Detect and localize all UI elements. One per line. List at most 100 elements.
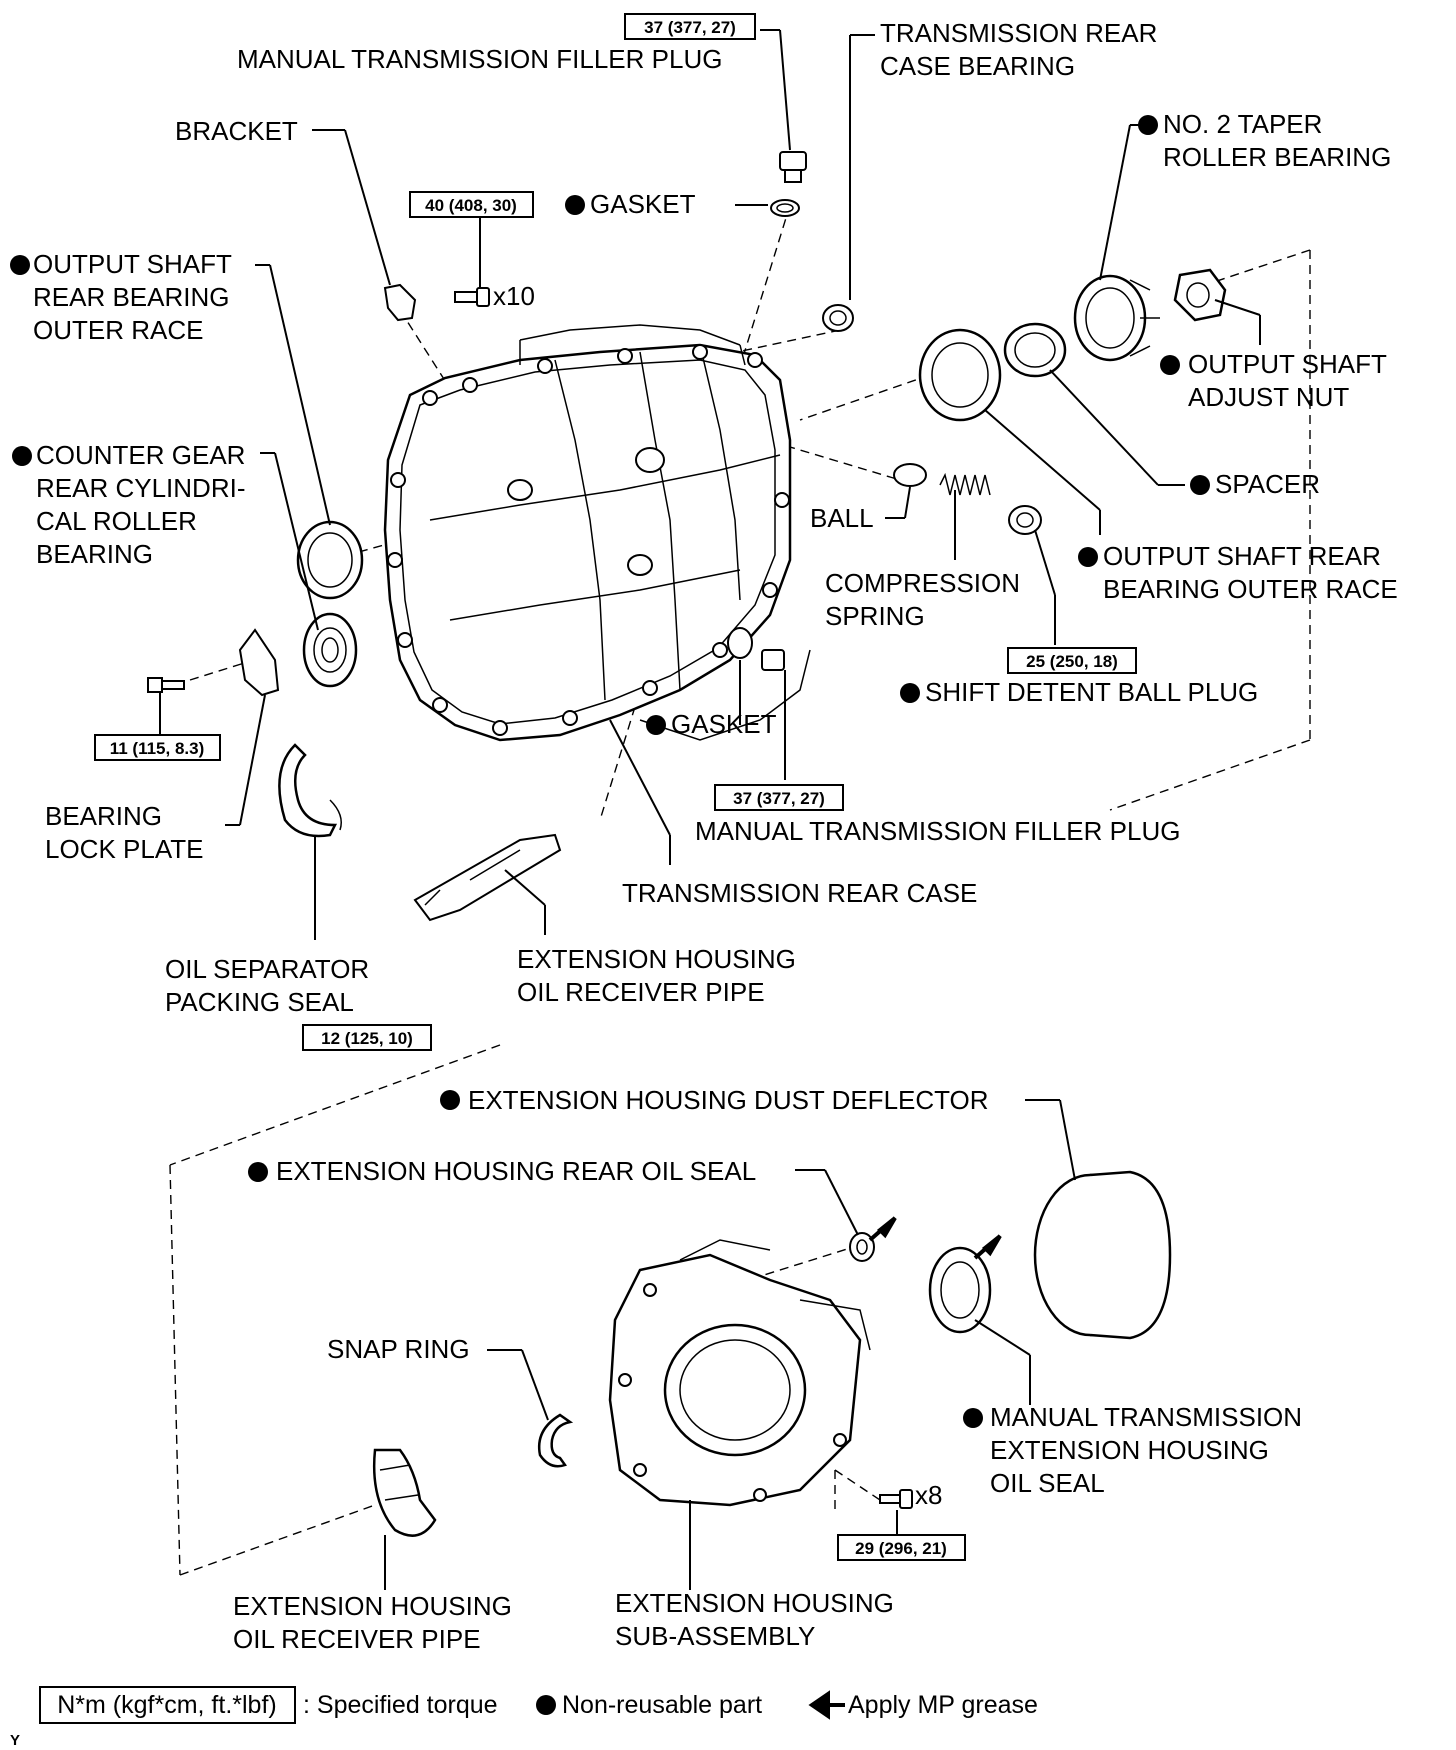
label-oil-pipe-bottom-line1: EXTENSION HOUSING [233, 1591, 512, 1621]
label-gasket-top: GASKET [590, 189, 696, 219]
snap-ring-drawing [537, 1413, 574, 1468]
label-rear-case-bearing-line2: CASE BEARING [880, 51, 1075, 81]
oil-receiver-pipe-bottom-drawing [372, 1448, 437, 1537]
label-compression-spring-line1: COMPRESSION [825, 568, 1020, 598]
label-counter-gear-line3: CAL ROLLER [36, 506, 197, 536]
adjust-nut-drawing [1173, 268, 1227, 322]
label-mt-oil-seal-line2: EXTENSION HOUSING [990, 1435, 1269, 1465]
legend-grease: Apply MP grease [848, 1691, 1038, 1719]
dust-deflector-drawing [1033, 1170, 1172, 1340]
filler-plug-lower-drawing [761, 649, 785, 671]
rear-case-bearing-drawing [822, 304, 854, 332]
label-snap-ring: SNAP RING [327, 1334, 470, 1364]
label-oil-separator-line1: OIL SEPARATOR [165, 954, 369, 984]
torque-box-filler-plug-top: 37 (377, 27) [624, 13, 756, 40]
non-reusable-dot-icon [963, 1408, 983, 1428]
housing-bolt-count: x8 [915, 1480, 942, 1510]
mt-oil-seal-drawing [928, 1246, 992, 1334]
label-counter-gear-line1: COUNTER GEAR [36, 440, 245, 470]
non-reusable-dot-icon [10, 255, 30, 275]
torque-box-detent-plug: 25 (250, 18) [1007, 647, 1137, 674]
grease-arrow-icon [868, 1216, 897, 1242]
non-reusable-dot-icon [12, 446, 32, 466]
label-outer-race-left-line2: REAR BEARING [33, 282, 230, 312]
filler-plug-top-drawing [779, 151, 807, 183]
extension-housing-rear-oil-seal-drawing [849, 1232, 875, 1262]
label-bracket: BRACKET [175, 116, 298, 146]
gasket-top-drawing [770, 199, 800, 217]
label-outer-race-left-line1: OUTPUT SHAFT [33, 249, 232, 279]
non-reusable-dot-icon [646, 715, 666, 735]
label-outer-race-right-line1: OUTPUT SHAFT REAR [1103, 541, 1381, 571]
torque-value: 29 (296, 21) [855, 1539, 947, 1558]
label-lock-plate-line1: BEARING [45, 801, 162, 831]
label-counter-gear-line4: BEARING [36, 539, 153, 569]
label-rear-case-bearing-line1: TRANSMISSION REAR [880, 18, 1157, 48]
label-taper-bearing-line2: ROLLER BEARING [1163, 142, 1391, 172]
legend-non-reusable: Non-reusable part [562, 1691, 762, 1719]
outer-race-right-drawing [918, 328, 1002, 422]
grease-arrow-icon [973, 1234, 1002, 1260]
label-outer-race-left-line3: OUTER RACE [33, 315, 203, 345]
non-reusable-dot-icon [440, 1090, 460, 1110]
spacer-drawing [1003, 322, 1067, 378]
label-rear-case: TRANSMISSION REAR CASE [622, 878, 977, 908]
legend: N*m (kgf*cm, ft.*lbf) : Specified torque… [39, 1686, 1038, 1724]
label-outer-race-right-line2: BEARING OUTER RACE [1103, 574, 1398, 604]
leader-lines [159, 29, 1261, 1590]
label-mt-oil-seal-line1: MANUAL TRANSMISSION [990, 1402, 1302, 1432]
ball-drawing [893, 463, 927, 487]
non-reusable-dot-icon [1138, 115, 1158, 135]
taper-roller-bearing-drawing [1073, 274, 1160, 362]
torque-box-case-bolts: 40 (408, 30) [409, 191, 534, 218]
label-oil-pipe-top-line1: EXTENSION HOUSING [517, 944, 796, 974]
torque-value: 11 (115, 8.3) [110, 739, 205, 758]
oil-receiver-pipe-top-drawing [413, 833, 562, 922]
torque-value: 40 (408, 30) [425, 196, 517, 215]
torque-value: 25 (250, 18) [1026, 652, 1118, 671]
torque-box-lock-plate-bolt: 11 (115, 8.3) [94, 734, 221, 761]
legend-torque-box: N*m (kgf*cm, ft.*lbf) [57, 1691, 276, 1719]
label-housing-line2: SUB-ASSEMBLY [615, 1621, 815, 1651]
label-oil-separator-line2: PACKING SEAL [165, 987, 354, 1017]
torque-box-filler-plug-lower: 37 (377, 27) [714, 784, 844, 811]
torque-box-housing-bolts: 29 (296, 21) [837, 1534, 966, 1561]
label-oil-pipe-bottom-line2: OIL RECEIVER PIPE [233, 1624, 481, 1654]
label-dust-deflector: EXTENSION HOUSING DUST DEFLECTOR [468, 1085, 989, 1115]
case-bolt-count: x10 [493, 281, 535, 311]
label-gasket-lower: GASKET [671, 709, 777, 739]
non-reusable-dot-icon [1160, 355, 1180, 375]
non-reusable-dot-icon [1078, 547, 1098, 567]
non-reusable-dot-icon [1190, 475, 1210, 495]
gasket-lower-drawing [727, 627, 753, 659]
label-adjust-nut-line1: OUTPUT SHAFT [1188, 349, 1387, 379]
torque-value: 37 (377, 27) [733, 789, 825, 808]
extension-housing-drawing [608, 1239, 871, 1507]
label-mt-oil-seal-line3: OIL SEAL [990, 1468, 1105, 1498]
non-reusable-dot-icon [565, 195, 585, 215]
label-spacer: SPACER [1215, 469, 1320, 499]
non-reusable-dot-icon [536, 1695, 556, 1715]
label-taper-bearing-line1: NO. 2 TAPER [1163, 109, 1322, 139]
label-counter-gear-line2: REAR CYLINDRI- [36, 473, 245, 503]
torque-value: 12 (125, 10) [321, 1029, 413, 1048]
label-filler-plug-lower: MANUAL TRANSMISSION FILLER PLUG [695, 816, 1180, 846]
label-detent-ball-plug: SHIFT DETENT BALL PLUG [925, 677, 1258, 707]
label-lock-plate-line2: LOCK PLATE [45, 834, 203, 864]
non-reusable-dot-icon [900, 683, 920, 703]
label-ball: BALL [810, 503, 874, 533]
label-rear-oil-seal: EXTENSION HOUSING REAR OIL SEAL [276, 1156, 756, 1186]
compression-spring-drawing [939, 472, 991, 496]
figure-code: Y [10, 1732, 20, 1749]
torque-box-oil-pipe-bolt: 12 (125, 10) [302, 1024, 432, 1051]
transmission-rear-case-drawing [383, 324, 811, 742]
legend-torque-text: : Specified torque [303, 1691, 498, 1719]
torque-value: 37 (377, 27) [644, 18, 736, 37]
case-bolt-drawing [454, 287, 490, 307]
detent-ball-plug-drawing [1008, 505, 1042, 535]
label-compression-spring-line2: SPRING [825, 601, 925, 631]
label-adjust-nut-line2: ADJUST NUT [1188, 382, 1349, 412]
lock-plate-drawing [238, 628, 280, 697]
label-housing-line1: EXTENSION HOUSING [615, 1588, 894, 1618]
